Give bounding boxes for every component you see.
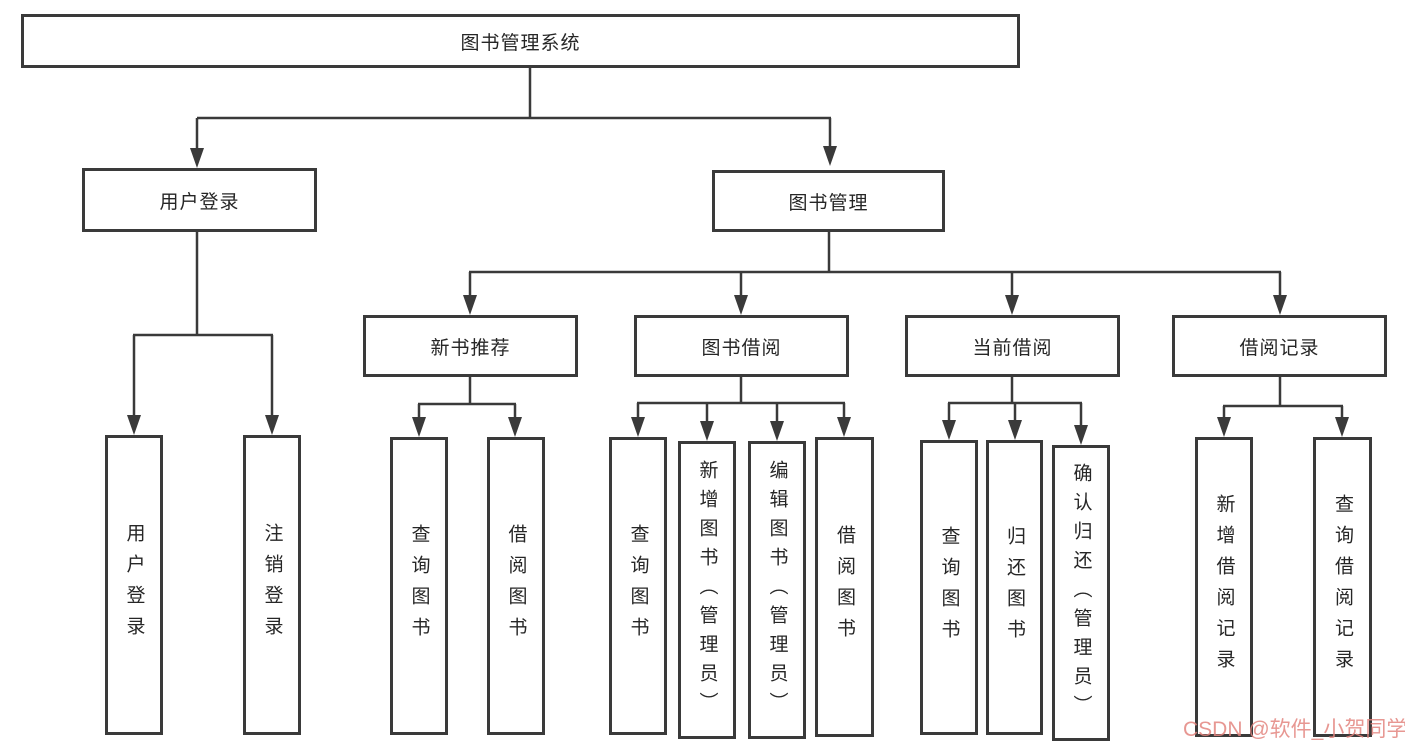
- node-label: 新书推荐: [430, 337, 511, 359]
- node-label: 归还图书: [1004, 525, 1025, 650]
- node-label: 借阅图书: [505, 524, 527, 648]
- leaf-logout: 注销登录: [243, 435, 301, 735]
- node-label: 图书管理: [788, 192, 869, 214]
- node-borrow-records: 借阅记录: [1172, 315, 1387, 377]
- node-label: 查询图书: [408, 524, 430, 648]
- leaf-query-books: 查询图书: [920, 440, 978, 735]
- watermark-text: CSDN @软件_小贺同学: [1183, 718, 1405, 741]
- arrowhead: [127, 415, 141, 435]
- arrowhead: [190, 148, 204, 168]
- node-label: 新增图书（管理员）: [696, 459, 718, 721]
- leaf-borrow-books: 借阅图书: [815, 437, 874, 737]
- arrowhead: [1008, 420, 1022, 440]
- node-book-management: 图书管理: [712, 170, 945, 232]
- leaf-query-borrow-record: 查询借阅记录: [1313, 437, 1372, 737]
- leaf-add-books-admin: 新增图书（管理员）: [678, 441, 736, 739]
- node-label: 借阅记录: [1239, 337, 1320, 359]
- arrowhead: [1217, 417, 1231, 437]
- node-current-borrow: 当前借阅: [905, 315, 1120, 377]
- leaf-confirm-return-admin: 确认归还（管理员）: [1052, 445, 1110, 741]
- node-label: 查询图书: [627, 524, 649, 648]
- leaf-user-login: 用户登录: [105, 435, 163, 735]
- arrowhead: [631, 417, 645, 437]
- leaf-query-books: 查询图书: [390, 437, 448, 735]
- node-label: 查询图书: [938, 525, 960, 650]
- arrowhead: [265, 415, 279, 435]
- node-label: 查询借阅记录: [1332, 494, 1353, 680]
- node-label: 注销登录: [261, 523, 283, 647]
- arrowhead: [412, 417, 426, 437]
- node-label: 新增借阅记录: [1213, 494, 1235, 680]
- arrowhead: [770, 421, 784, 441]
- node-label: 当前借阅: [972, 337, 1053, 359]
- arrowhead: [1005, 295, 1019, 315]
- node-library-system: 图书管理系统: [21, 14, 1020, 68]
- arrowhead: [734, 295, 748, 315]
- arrowhead: [700, 421, 714, 441]
- leaf-query-books: 查询图书: [609, 437, 667, 735]
- node-label: 图书借阅: [701, 337, 782, 359]
- arrowhead: [837, 417, 851, 437]
- connector-line: [132, 68, 1344, 430]
- arrowhead: [823, 146, 837, 166]
- leaf-edit-books-admin: 编辑图书（管理员）: [748, 441, 806, 739]
- node-label: 用户登录: [159, 191, 240, 213]
- node-label: 确认归还（管理员）: [1070, 462, 1092, 724]
- arrowhead: [942, 420, 956, 440]
- node-label: 借阅图书: [834, 525, 855, 649]
- leaf-add-borrow-record: 新增借阅记录: [1195, 437, 1253, 737]
- arrowheads: [127, 146, 1349, 445]
- arrowhead: [1335, 417, 1349, 437]
- node-label: 用户登录: [123, 523, 145, 647]
- node-label: 图书管理系统: [460, 32, 581, 54]
- arrowhead: [1074, 425, 1088, 445]
- arrowhead: [508, 417, 522, 437]
- leaf-borrow-books: 借阅图书: [487, 437, 545, 735]
- arrowhead: [463, 295, 477, 315]
- leaf-return-books: 归还图书: [986, 440, 1043, 735]
- node-user-login: 用户登录: [82, 168, 317, 232]
- node-new-book-recommend: 新书推荐: [363, 315, 578, 377]
- node-book-borrow: 图书借阅: [634, 315, 849, 377]
- node-label: 编辑图书（管理员）: [766, 459, 788, 721]
- arrowhead: [1273, 295, 1287, 315]
